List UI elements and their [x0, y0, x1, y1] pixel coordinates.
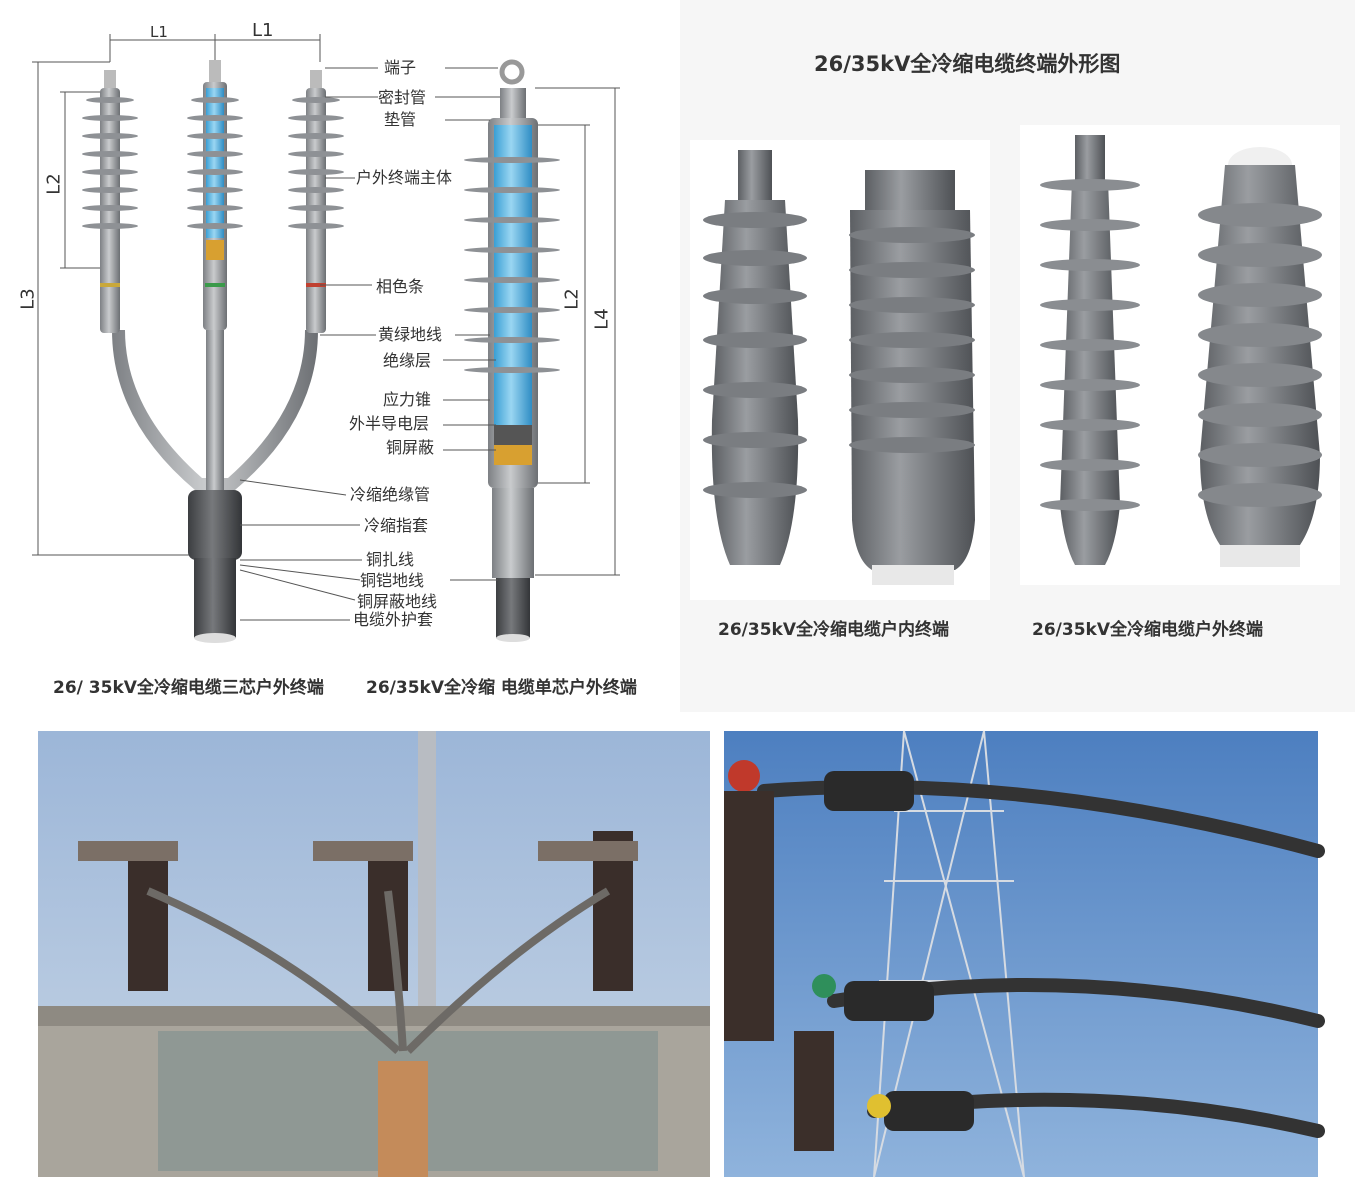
label-stress-cone: 应力锥	[383, 390, 432, 409]
indoor-terminal-photo	[690, 140, 990, 600]
label-cold-tube: 冷缩绝缘管	[350, 485, 431, 504]
label-outdoor-body: 户外终端主体	[356, 168, 453, 187]
dim-l2-left: L2	[43, 173, 65, 195]
products-title: 26/35kV全冷缩电缆终端外形图	[814, 52, 1121, 76]
label-armor-ground: 铜铠地线	[360, 571, 425, 590]
label-outer-semicon: 外半导电层	[349, 414, 430, 433]
dim-l4: L4	[591, 308, 613, 330]
product-panel: 26/35kV全冷缩电缆终端外形图	[680, 0, 1355, 712]
dim-l2-right: L2	[561, 288, 583, 310]
label-terminal: 端子	[384, 58, 417, 77]
caption-indoor: 26/35kV全冷缩电缆户内终端	[718, 620, 949, 640]
label-insulation: 绝缘层	[383, 351, 432, 370]
dim-l3: L3	[17, 288, 39, 310]
dim-l1-right: L1	[252, 20, 274, 41]
installation-photo-substation	[38, 731, 710, 1177]
caption-single-core: 26/35kV全冷缩 电缆单芯户外终端	[366, 678, 637, 698]
label-seal-tube: 密封管	[378, 88, 427, 107]
label-phase-strip: 相色条	[376, 277, 425, 296]
caption-outdoor: 26/35kV全冷缩电缆户外终端	[1032, 620, 1263, 640]
caption-three-core: 26/ 35kV全冷缩电缆三芯户外终端	[53, 678, 324, 698]
label-copper-tie: 铜扎线	[366, 550, 415, 569]
dim-l1-left: L1	[150, 23, 168, 41]
label-copper-shield: 铜屏蔽	[386, 438, 435, 457]
label-outer-sheath: 电缆外护套	[353, 610, 434, 629]
label-cold-finger: 冷缩指套	[364, 516, 429, 535]
terminal-diagram: L1 L1 L2 L3 L2 L4 端子 密封管 垫管 户外终端主体 相色条 黄…	[0, 0, 680, 700]
label-shield-ground: 铜屏蔽地线	[357, 592, 438, 611]
installation-photo-tower	[724, 730, 1325, 1178]
label-pad-tube: 垫管	[384, 110, 417, 129]
outdoor-terminal-photo	[1020, 125, 1340, 585]
label-yg-ground: 黄绿地线	[378, 325, 443, 344]
diagram-drawing	[32, 34, 620, 643]
